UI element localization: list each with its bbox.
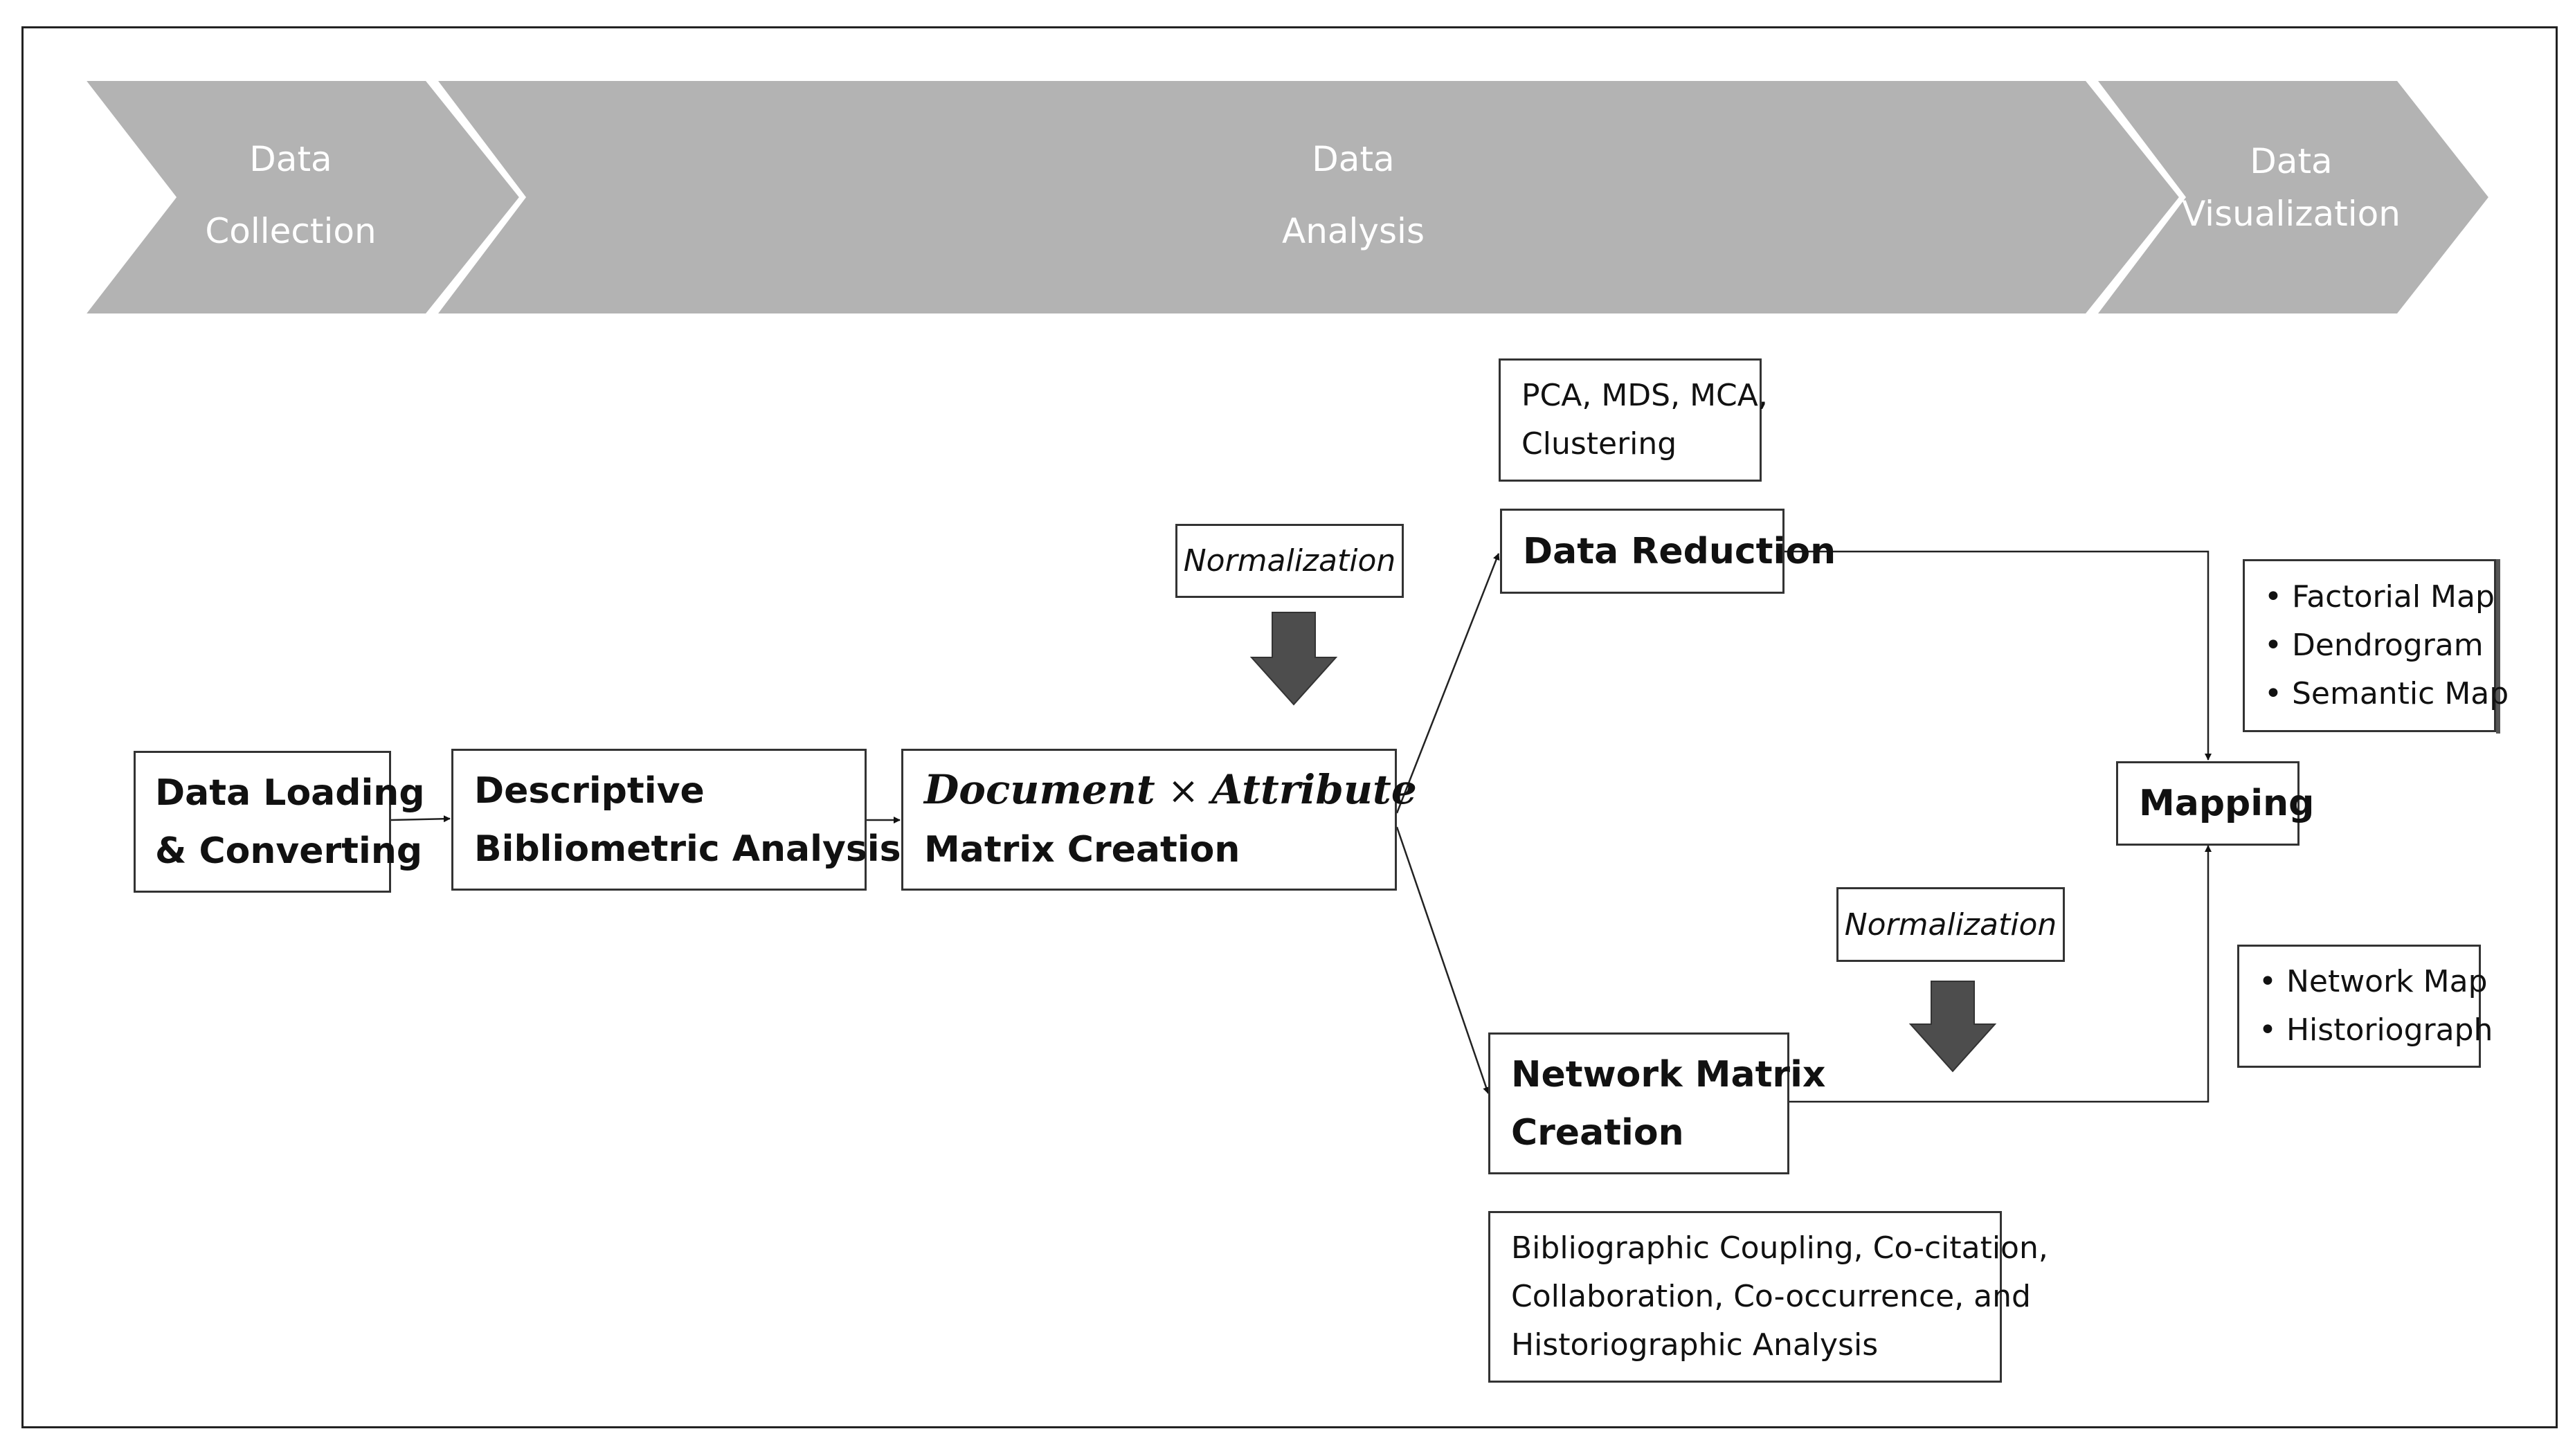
matrix-line2: Matrix Creation: [924, 829, 1240, 871]
network-methods-note: Bibliographic Coupling, Co-citation, Col…: [1488, 1211, 2048, 1383]
down-arrow-icon-normalization-top: [1249, 612, 1338, 706]
arrow-network-to-mapping: [1789, 845, 2212, 1103]
phase-visualization-line2: Visualization: [2182, 194, 2401, 234]
matrix-document-term: Document: [924, 766, 1155, 813]
normalization-bottom-label: Normalization: [1844, 907, 2057, 943]
normalization-top-note: Normalization: [1175, 524, 1404, 598]
arrow-loading-to-descriptive: [390, 815, 451, 823]
phase-collection-line1: Data: [249, 139, 332, 179]
normalization-top-label: Normalization: [1183, 543, 1396, 579]
data-reduction-box: Data Reduction: [1500, 509, 1836, 594]
arrow-reduction-to-mapping: [1785, 550, 2212, 761]
list-item-dendrogram: Dendrogram: [2264, 621, 2484, 670]
mapping-label: Mapping: [2139, 783, 2315, 824]
pca-line1: PCA, MDS, MCA,: [1521, 378, 1768, 413]
phase-collection-line2: Collection: [205, 211, 377, 251]
descriptive-line1: Descriptive: [474, 770, 705, 812]
data-loading-line2: & Converting: [155, 830, 423, 872]
normalization-bottom-note: Normalization: [1836, 887, 2065, 962]
arrow-matrix-to-reduction: [1395, 553, 1500, 814]
data-loading-box: Data Loading & Converting: [134, 751, 425, 893]
mapping-box: Mapping: [2116, 761, 2315, 846]
network-matrix-box: Network Matrix Creation: [1488, 1032, 1826, 1174]
descriptive-line2: Bibliometric Analysis: [474, 828, 901, 870]
list-item-network-map: Network Map: [2259, 958, 2488, 1006]
down-arrow-icon-normalization-bottom: [1908, 981, 1997, 1073]
phase-label-data-analysis: Data Analysis: [1236, 123, 1471, 267]
network-matrix-line2: Creation: [1511, 1111, 1684, 1154]
network-matrix-line1: Network Matrix: [1511, 1053, 1826, 1095]
matrix-formula: Document × Attribute: [924, 761, 1417, 821]
matrix-times-symbol: ×: [1167, 769, 1200, 812]
list-item-historiograph: Historiograph: [2259, 1006, 2493, 1055]
chevron-data-collection: [75, 75, 527, 319]
matrix-creation-box: Document × Attribute Matrix Creation: [901, 749, 1417, 891]
pca-methods-note: PCA, MDS, MCA, Clustering: [1499, 358, 1768, 482]
matrix-attribute-term: Attribute: [1211, 766, 1417, 813]
arrow-matrix-to-network: [1395, 826, 1490, 1094]
list-item-semantic-map: Semantic Map: [2264, 670, 2509, 718]
reduction-outputs-list: Factorial Map Dendrogram Semantic Map: [2243, 559, 2509, 732]
phase-label-data-visualization: Data Visualization: [2174, 135, 2409, 240]
phase-analysis-line1: Data: [1312, 139, 1395, 179]
phase-label-data-collection: Data Collection: [173, 123, 408, 267]
network-methods-line2: Collaboration, Co-occurrence, and: [1511, 1279, 2031, 1314]
network-methods-line1: Bibliographic Coupling, Co-citation,: [1511, 1230, 2048, 1266]
phase-analysis-line2: Analysis: [1281, 211, 1425, 251]
data-loading-line1: Data Loading: [155, 772, 425, 814]
network-outputs-list: Network Map Historiograph: [2237, 945, 2493, 1068]
list-item-factorial-map: Factorial Map: [2264, 573, 2495, 621]
pca-line2: Clustering: [1521, 426, 1677, 462]
chevron-data-visualization: [2086, 75, 2496, 319]
diagram-frame: [21, 26, 2558, 1428]
network-methods-line3: Historiographic Analysis: [1511, 1327, 1879, 1363]
phase-visualization-line1: Data: [2250, 141, 2333, 181]
chevron-data-analysis: [426, 75, 2187, 319]
data-reduction-label: Data Reduction: [1523, 530, 1836, 572]
descriptive-analysis-box: Descriptive Bibliometric Analysis: [451, 749, 901, 891]
